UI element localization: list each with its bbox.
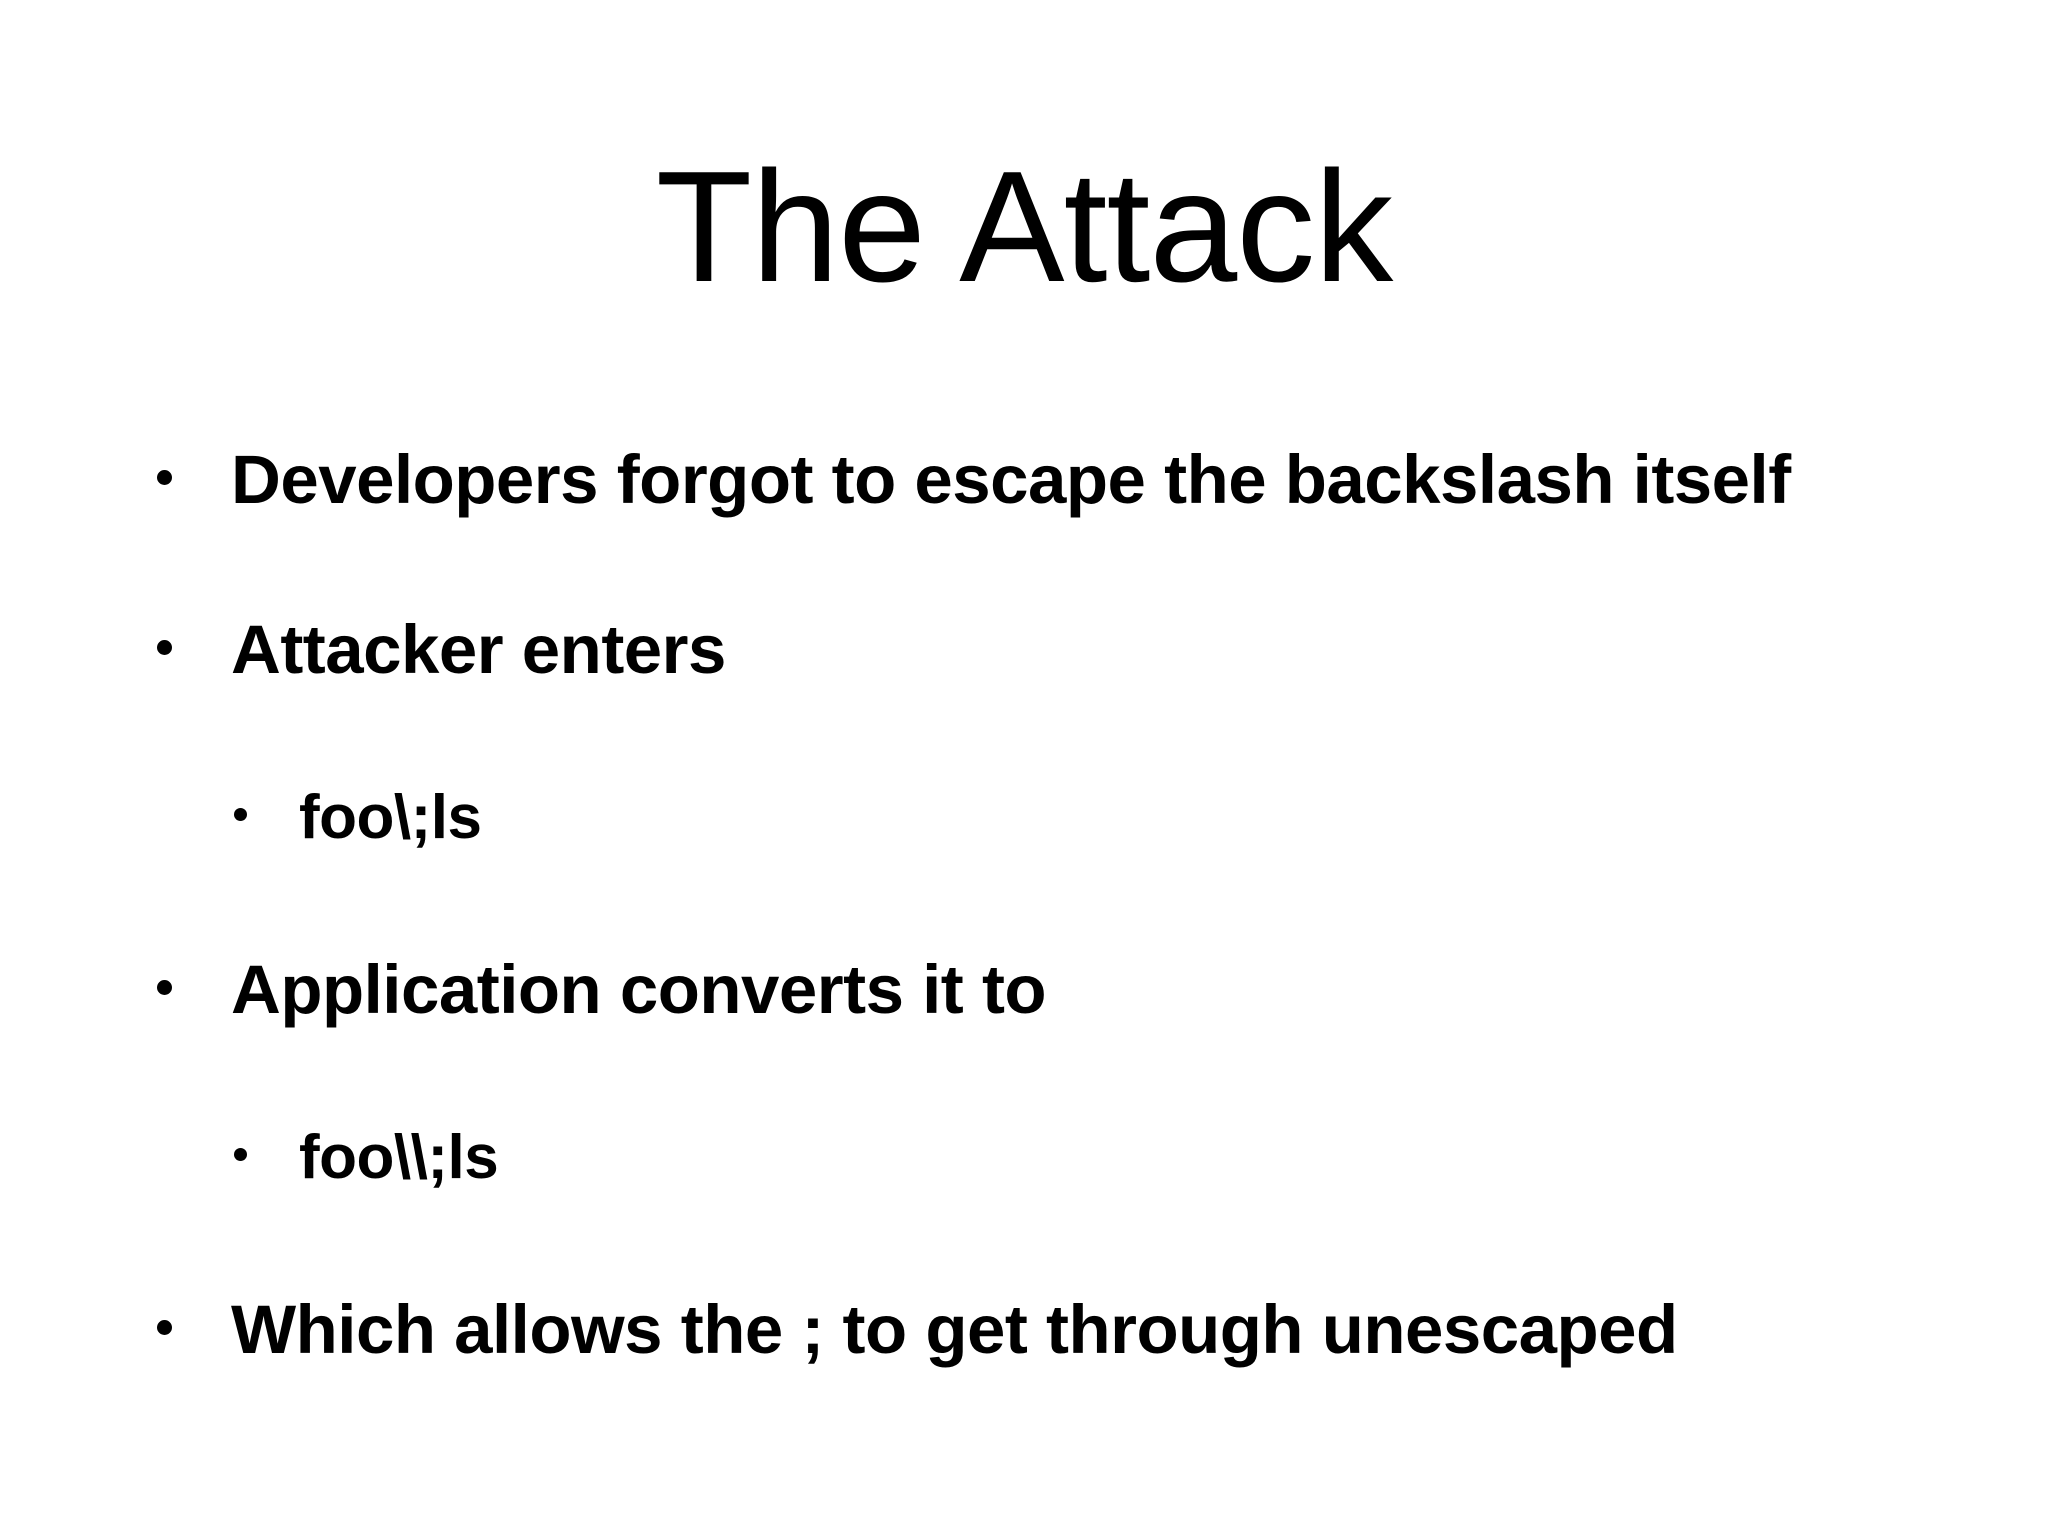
sub-bullet-text: foo\\;ls xyxy=(299,1123,499,1192)
bullet-item: Application converts it to xyxy=(0,940,2048,1110)
sub-bullet-text: foo\;ls xyxy=(299,783,482,852)
bullet-dot-icon xyxy=(157,470,172,485)
bullet-text: Which allows the ; to get through unesca… xyxy=(231,1291,1678,1368)
bullet-text: Application converts it to xyxy=(231,951,1047,1028)
bullet-dot-icon xyxy=(157,640,172,655)
bullet-item: Attacker enters xyxy=(0,600,2048,770)
bullet-text: Attacker enters xyxy=(231,611,726,688)
sub-bullet-item: foo\\;ls xyxy=(0,1110,2048,1280)
slide-body-bullet-list: Developers forgot to escape the backslas… xyxy=(0,430,2048,1450)
bullet-dot-icon xyxy=(157,980,172,995)
bullet-dot-icon xyxy=(234,1148,247,1161)
bullet-item: Which allows the ; to get through unesca… xyxy=(0,1280,2048,1450)
sub-bullet-item: foo\;ls xyxy=(0,770,2048,940)
bullet-text: Developers forgot to escape the backslas… xyxy=(231,441,1791,518)
bullet-item: Developers forgot to escape the backslas… xyxy=(0,430,2048,600)
slide-title: The Attack xyxy=(655,139,1394,315)
bullet-dot-icon xyxy=(234,808,247,821)
bullet-dot-icon xyxy=(157,1320,172,1335)
